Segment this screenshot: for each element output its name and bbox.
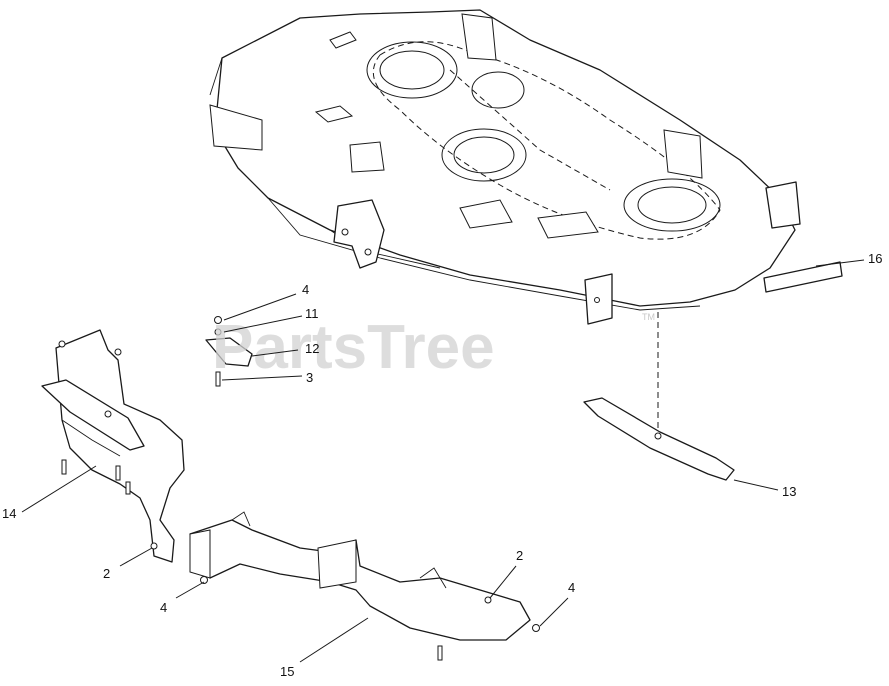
leader-16: [815, 259, 865, 267]
mower-deck-housing: [209, 9, 801, 325]
callout-12: 12: [305, 341, 319, 356]
leader-14: [21, 465, 97, 513]
part-16-decal: [763, 261, 843, 293]
leader-3: [221, 375, 303, 381]
callout-4-top: 4: [302, 282, 309, 297]
callout-14: 14: [2, 506, 16, 521]
callout-15: 15: [280, 664, 294, 679]
leader-2-left: [119, 547, 153, 567]
part-14-side-chute: [41, 329, 185, 563]
leader-13: [733, 479, 779, 491]
part-12-deflector-stop: [205, 337, 253, 367]
callout-4-left: 4: [160, 600, 167, 615]
callouts: 4 11 12 3 16 13 14 2 4 2 4 15: [2, 251, 882, 679]
part-3-bolt: [215, 371, 221, 387]
leader-12: [251, 349, 299, 357]
callout-2-right: 2: [516, 548, 523, 563]
part-15-baffle: [150, 511, 540, 661]
callout-16: 16: [868, 251, 882, 266]
callout-13: 13: [782, 484, 796, 499]
leader-11: [223, 315, 303, 333]
watermark-trademark: TM: [642, 312, 655, 322]
leader-4-left: [175, 581, 205, 599]
callout-3: 3: [306, 370, 313, 385]
leader-2-right: [489, 565, 517, 599]
part-13-blade: [583, 397, 735, 481]
leader-4-top: [223, 293, 297, 321]
leader-15: [299, 617, 369, 663]
callout-2-left: 2: [103, 566, 110, 581]
part-4-nut: [214, 316, 222, 324]
callout-11: 11: [305, 306, 319, 321]
callout-4-right: 4: [568, 580, 575, 595]
hardware-stack: [205, 316, 253, 387]
leader-4-right: [539, 597, 569, 627]
part-11-washer: [214, 328, 222, 336]
watermark-text: PartsTree: [212, 313, 495, 382]
leader-lines: [21, 259, 865, 663]
